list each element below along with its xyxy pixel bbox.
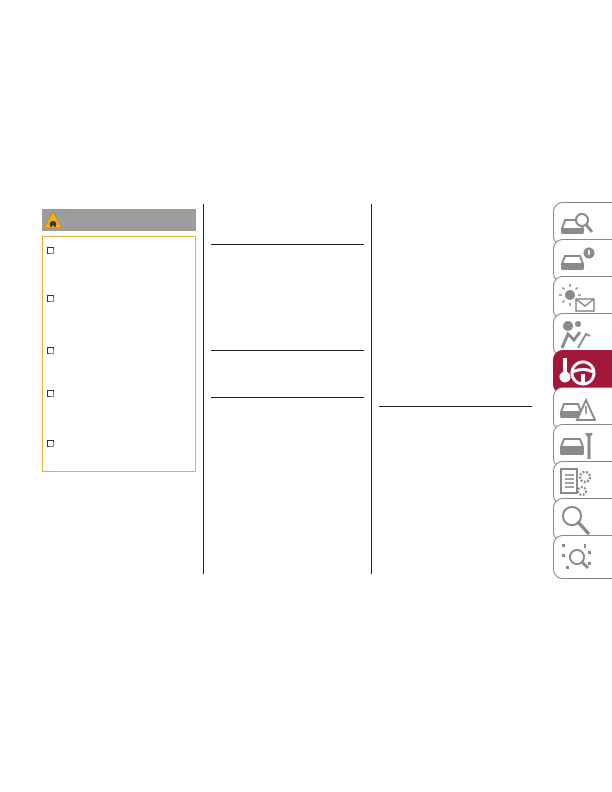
airbag-person-icon (560, 321, 591, 349)
tab-document-gear[interactable] (553, 461, 612, 505)
bullet-checkbox (47, 347, 54, 354)
section-rule (211, 244, 364, 245)
document-gear-icon (560, 468, 592, 497)
tab-car-magnifier[interactable] (553, 202, 612, 246)
column-divider (203, 204, 204, 574)
bullet-checkbox (47, 247, 54, 254)
bullet-checkbox (47, 390, 54, 397)
car-warning-icon (559, 397, 596, 421)
alphabetical-index-icon (562, 544, 591, 570)
section-rule (379, 406, 532, 407)
tab-car-warning[interactable] (553, 387, 612, 431)
tab-alphabetical-index[interactable] (553, 535, 612, 579)
tab-car-wrench[interactable] (553, 424, 612, 468)
tab-key-steering-wheel[interactable] (553, 350, 612, 394)
car-wrench-icon (559, 432, 593, 459)
bullet-checkbox (47, 440, 54, 447)
section-rule (211, 397, 364, 398)
bullet-checkbox (47, 295, 54, 302)
car-info-icon (560, 247, 595, 270)
car-magnifier-icon (560, 213, 594, 234)
column-divider (371, 204, 372, 574)
section-rule (211, 350, 364, 351)
sun-envelope-icon (559, 284, 595, 312)
warning-header (42, 209, 196, 231)
warning-box (42, 236, 196, 472)
tab-car-info[interactable] (553, 239, 612, 283)
warning-triangle-icon (43, 211, 63, 229)
key-steering-wheel-icon (559, 358, 596, 386)
search-icon (562, 506, 590, 535)
